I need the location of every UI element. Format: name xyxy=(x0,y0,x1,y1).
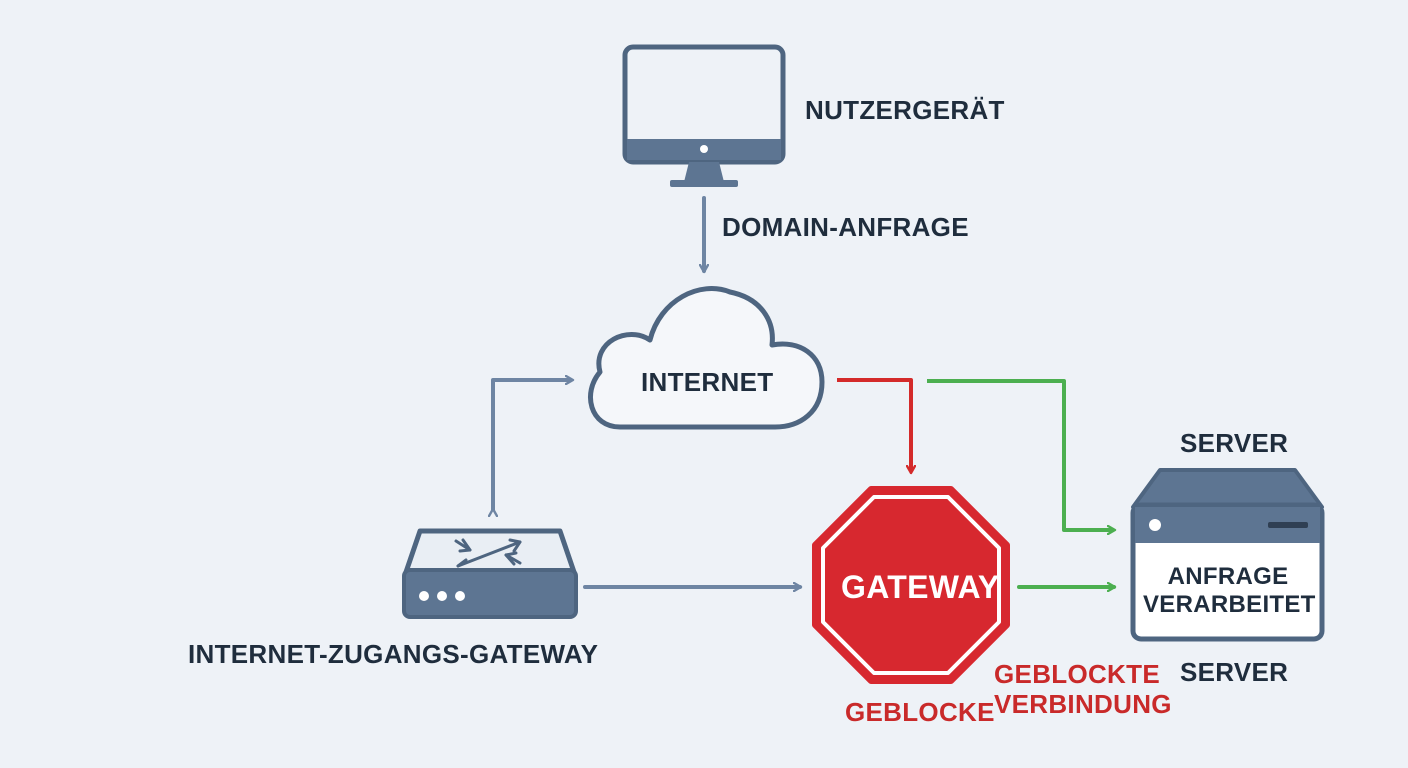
server-bottom-label: SERVER xyxy=(1180,657,1289,687)
domain-request-label: DOMAIN-ANFRAGE xyxy=(722,212,969,242)
blocked-connection-line2: VERBINDUNG xyxy=(994,689,1172,719)
access-gateway-label: INTERNET-ZUGANGS-GATEWAY xyxy=(188,639,599,669)
blocked-path-arrow xyxy=(837,378,911,472)
gateway-label: GATEWAY xyxy=(841,569,1000,605)
server-top-label: SERVER xyxy=(1180,428,1289,458)
blocked-connection-line1: GEBLOCKTE xyxy=(994,659,1160,689)
stop-sign-icon xyxy=(812,486,1010,684)
allowed-path-arrow xyxy=(927,379,1114,530)
server-status-label: ANFRAGE VERARBEITET xyxy=(1143,563,1316,619)
user-device-label: NUTZERGERÄT xyxy=(805,95,1005,125)
gateway-caption: GEBLOCKE xyxy=(845,697,995,727)
cloud-icon xyxy=(588,286,825,430)
router-icon xyxy=(402,528,578,619)
monitor-icon xyxy=(622,44,786,187)
blocked-connection-label: GEBLOCKTE VERBINDUNG xyxy=(994,659,1172,719)
internet-label: INTERNET xyxy=(641,367,774,397)
server-status-line1: ANFRAGE xyxy=(1167,563,1289,590)
server-status-line2: VERARBEITET xyxy=(1143,591,1316,618)
server-icon xyxy=(1130,468,1325,642)
router-internet-arrow xyxy=(493,380,572,510)
